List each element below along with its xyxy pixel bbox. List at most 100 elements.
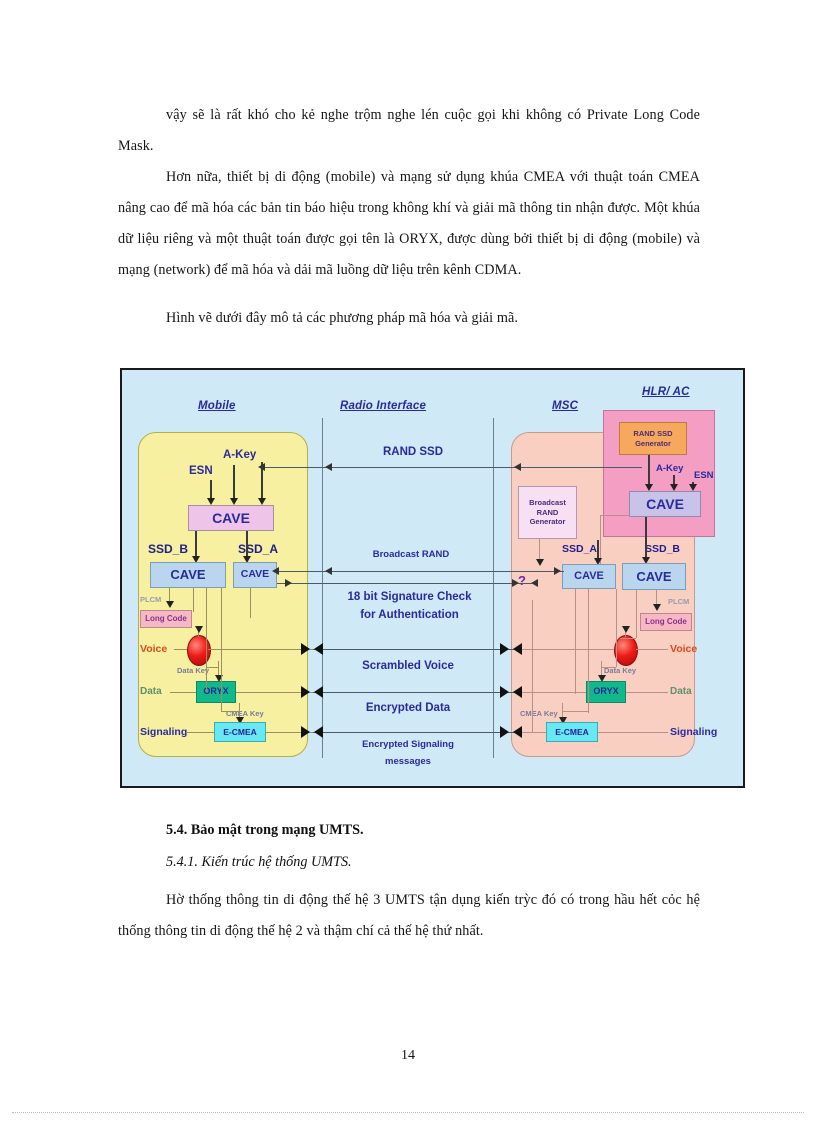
mobile-data-key-label: Data Key	[177, 666, 210, 675]
mobile-rand-line	[261, 462, 263, 502]
mobile-ssdb-arrow-icon	[192, 556, 200, 563]
link-signaling-arrow-c-icon	[500, 726, 509, 738]
link-encrypted-signaling-line	[313, 732, 520, 733]
link-data-arrow-b-icon	[314, 686, 323, 698]
link-broadcast-rand-arrow-right-icon	[554, 567, 561, 575]
link-signature-line	[277, 583, 532, 584]
mobile-long-code-box: Long Code	[140, 610, 192, 628]
mobile-caveb-down-line	[193, 588, 194, 612]
link-data-arrow-d-icon	[513, 686, 522, 698]
hlr-data-label: Data	[670, 686, 692, 697]
mobile-voice-in-line	[174, 649, 194, 650]
msc-bcrand-arrow-icon	[536, 559, 544, 566]
msc-ssd-a-label: SSD_A	[562, 543, 598, 555]
link-scrambled-voice-line	[313, 649, 520, 650]
separator-left	[322, 418, 323, 758]
link-encrypted-data-line	[313, 692, 520, 693]
mobile-datakey-h-line	[206, 667, 219, 668]
mobile-ssda-line	[246, 531, 248, 560]
mobile-cmea-key-arrow-icon	[236, 717, 244, 724]
mobile-cmea-key-label: CMEA Key	[226, 709, 264, 718]
paragraph-closing: Hờ thống thông tin di động thế hệ 3 UMTS…	[118, 892, 700, 939]
mobile-akey-arrow-icon	[230, 498, 238, 505]
msc-ssda-arrow-icon	[594, 558, 602, 565]
hlr-ecmea-box: E-CMEA	[546, 722, 598, 742]
radio-scrambled-voice-label: Scrambled Voice	[362, 660, 454, 672]
hlr-long-code-box: Long Code	[640, 613, 692, 631]
paragraph-3: Hình vẽ dưới đây mô tả các phương pháp m…	[166, 310, 519, 326]
hlr-voice-label: Voice	[670, 643, 698, 655]
mobile-ssd-a-label: SSD_A	[238, 542, 279, 556]
mobile-voice-mixer-icon	[187, 635, 211, 666]
hlr-cave-side-line	[600, 515, 630, 516]
hlr-akey-label: A-Key	[656, 463, 684, 474]
radio-signature-check-line1: 18 bit Signature Check	[347, 591, 472, 603]
link-signature-arrow-left-icon	[285, 579, 292, 587]
msc-bc-rand-line2: RAND	[536, 507, 559, 517]
link-broadcast-rand-arrow-left-icon	[272, 567, 279, 575]
mobile-rand-arrow-icon	[258, 498, 266, 505]
mobile-cave-a-box: CAVE	[233, 562, 277, 588]
link-rand-ssd-arrow-left-icon	[258, 463, 265, 471]
hlr-ssdb-line	[645, 517, 647, 561]
msc-bcrand-down-line	[539, 539, 540, 564]
panel-mobile	[138, 432, 308, 757]
mobile-plcm-line	[169, 588, 170, 607]
msc-left-bus-line	[532, 600, 533, 732]
msc-cmeakey-h-line	[562, 711, 588, 712]
link-signaling-arrow-d-icon	[513, 726, 522, 738]
hlr-plcm-label: PLCM	[668, 597, 690, 606]
msc-cave-cmea-line	[588, 589, 589, 713]
mobile-plcm-label: PLCM	[140, 595, 162, 604]
link-signature-arrow-right-icon	[512, 579, 519, 587]
mobile-data-label: Data	[140, 686, 162, 697]
mobile-longcode-arrow-icon	[195, 626, 203, 633]
msc-cave-box: CAVE	[562, 564, 616, 589]
msc-question-mark-label: ?	[518, 573, 526, 588]
hlr-plcm-line	[656, 590, 657, 610]
mobile-data-out-line	[236, 692, 313, 693]
mobile-cmeakey-h-line	[221, 711, 240, 712]
footer-rule	[12, 1112, 804, 1113]
mobile-esn-label: ESN	[189, 465, 213, 477]
msc-bc-rand-line3: Generator	[529, 517, 566, 527]
section-heading: 5.4. Bảo mật trong mạng UMTS.	[166, 822, 364, 838]
hlr-rand-ssd-gen-line2: Generator	[635, 438, 671, 448]
hlr-data-in-line	[520, 692, 586, 693]
mobile-ssda-arrow-icon	[243, 556, 251, 563]
column-title-radio-interface: Radio Interface	[340, 400, 427, 412]
hlr-signaling-out-line	[598, 732, 668, 733]
link-rand-ssd-line	[262, 467, 642, 468]
mobile-cave-b-box: CAVE	[150, 562, 226, 588]
link-signature-arrow-q-icon	[531, 579, 538, 587]
mobile-ecmea-box: E-CMEA	[214, 722, 266, 742]
column-title-hlr-ac: HLR/ AC	[642, 386, 690, 398]
mobile-akey-line	[233, 465, 235, 502]
hlr-cave-side-vline	[600, 515, 601, 573]
hlr-voice-mixer-icon	[614, 635, 638, 666]
mobile-esn-line	[210, 480, 212, 502]
hlr-voice-in-line	[520, 649, 614, 650]
mobile-data-key-arrow-icon	[215, 675, 223, 682]
hlr-oryx-box: ORYX	[586, 681, 626, 703]
hlr-data-key-line	[601, 661, 602, 678]
link-voice-arrow-d-icon	[513, 643, 522, 655]
hlr-randssd-arrow-icon	[645, 484, 653, 491]
link-broadcast-rand-arrow-mid-icon	[325, 567, 332, 575]
cdma-security-diagram: Mobile Radio Interface MSC HLR/ AC ESN A…	[120, 368, 745, 788]
msc-bc-rand-line1: Broadcast	[529, 497, 566, 507]
mobile-cavea-down-line	[250, 588, 251, 618]
hlr-rand-ssd-generator-box: RAND SSD Generator	[619, 422, 687, 455]
hlr-cmea-key-label: CMEA Key	[520, 709, 558, 718]
column-title-msc: MSC	[552, 400, 579, 412]
radio-encrypted-signaling-line2: messages	[385, 756, 431, 767]
column-title-mobile: Mobile	[198, 400, 236, 412]
radio-rand-ssd-label: RAND SSD	[382, 446, 444, 458]
link-voice-arrow-a-icon	[301, 643, 310, 655]
msc-cave-down-line	[575, 589, 576, 694]
hlr-esn-arrow-icon	[689, 484, 697, 491]
mobile-esn-arrow-icon	[207, 498, 215, 505]
mobile-data-in-line	[170, 692, 198, 693]
mobile-cave-top-box: CAVE	[188, 505, 274, 531]
hlr-voice-out-line	[636, 649, 668, 650]
